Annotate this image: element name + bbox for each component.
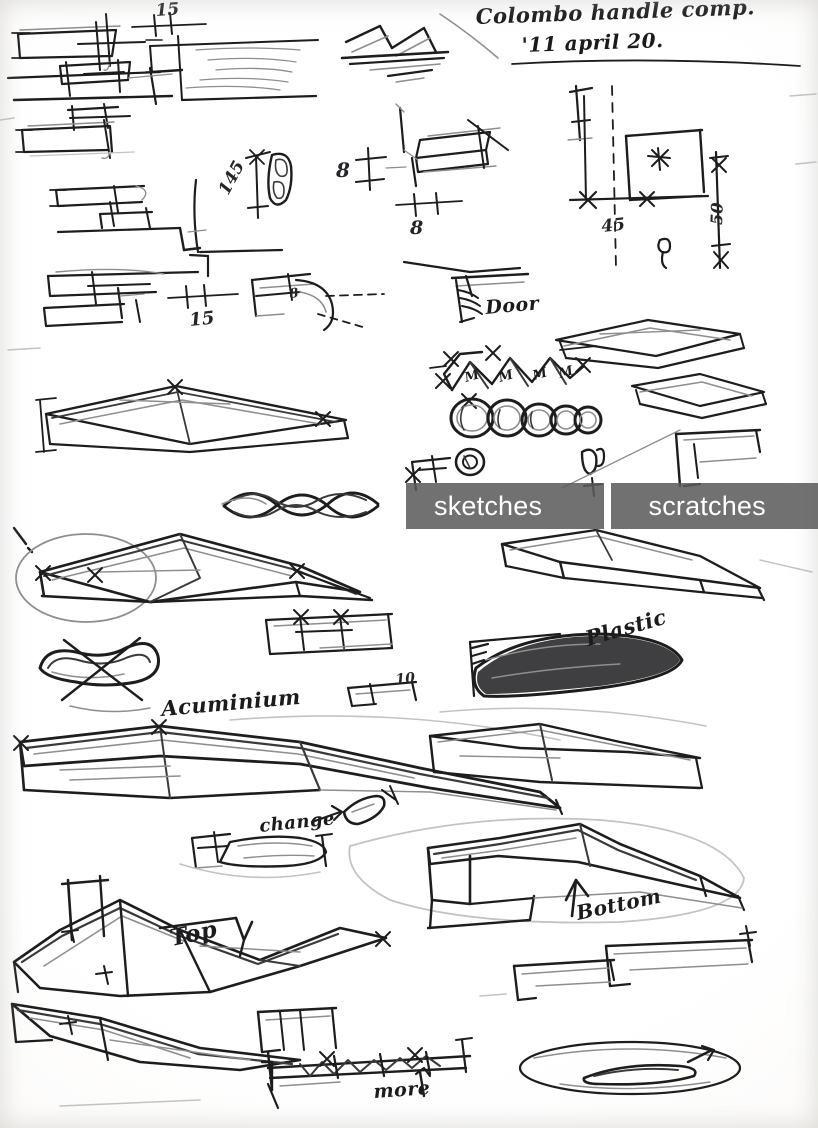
dimension-145-kidney: 145 xyxy=(215,149,293,219)
sketch-group-wing-with-circle xyxy=(15,532,374,623)
svg-text:10: 10 xyxy=(395,670,416,688)
sketch-group-faint-marks xyxy=(0,93,817,1107)
svg-text:15: 15 xyxy=(155,0,180,21)
label-change: change xyxy=(258,808,336,837)
dimension-15-mid: 8 xyxy=(288,286,299,302)
sketch-group-small-parts-mid xyxy=(405,455,452,492)
sketch-group-bracket-right xyxy=(674,428,762,488)
sketch-group-blade-motif xyxy=(340,24,450,83)
sketch-group-corner-plate: 8 xyxy=(250,272,385,332)
svg-text:M: M xyxy=(556,363,576,382)
sketch-group-kite-panel-upper-right xyxy=(554,318,746,370)
svg-text:8: 8 xyxy=(409,217,423,239)
sketch-group-plate-ticks xyxy=(264,609,394,656)
sketch-group-kite-panel-lower-right xyxy=(630,372,768,420)
sketch-group-top-view-wing: Top xyxy=(12,874,391,998)
label-aluminium: Acuminium xyxy=(158,684,301,721)
sketch-group-handle-profiles-midleft xyxy=(42,178,284,328)
dimension-8-lower: 8 xyxy=(395,192,463,239)
sketch-group-bracket-bottom-right-2 xyxy=(512,958,616,1002)
svg-text:8: 8 xyxy=(335,158,350,182)
sketch-group-ladder-structure xyxy=(256,1006,473,1110)
svg-text:M: M xyxy=(496,367,516,386)
svg-text:M: M xyxy=(462,367,482,386)
dimension-45: 45 xyxy=(600,215,626,237)
caption-label-scratches: scratches xyxy=(648,490,766,521)
sketch-group-small-wing-right xyxy=(500,528,766,602)
sketch-group-infinity-scribble xyxy=(38,636,161,713)
caption-label-sketches: sketches xyxy=(434,490,543,521)
title-line-2: '11 april 20. xyxy=(521,28,664,57)
sketch-group-bottom-long-profile xyxy=(10,1002,302,1072)
sketch-group-small-ring xyxy=(454,447,486,477)
sketch-mark-check xyxy=(12,526,34,554)
dimension-15-lower: 15 xyxy=(167,284,239,331)
sketch-group-bracket-bottom-right xyxy=(604,925,757,988)
sketch-group-small-box-midtop xyxy=(395,103,509,188)
sketch-group-mechanism-right: 45 50 xyxy=(567,84,731,270)
svg-text:15: 15 xyxy=(188,307,215,331)
caption-divider xyxy=(603,483,611,529)
sketch-group-twisted-loops xyxy=(221,491,380,519)
sketch-group-bottom-wing: Bottom xyxy=(348,817,746,930)
sketch-group-change-detail: change xyxy=(258,785,399,837)
caption-cell-sketches[interactable]: sketches xyxy=(406,483,604,529)
svg-text:145: 145 xyxy=(215,158,249,199)
dimension-vert-right: 50 xyxy=(707,202,727,225)
sketch-group-small-bracket-mid: 10 xyxy=(346,670,418,708)
svg-text:M: M xyxy=(530,365,550,384)
sketch-group-bottom-right-dart xyxy=(518,1040,742,1096)
sketch-group-ring-chain xyxy=(449,397,603,439)
sketch-group-flat-part-left xyxy=(179,831,333,879)
title-line-1: Colombo handle comp. xyxy=(475,0,755,29)
caption-overlay-bar: sketches scratches xyxy=(406,483,818,529)
sketch-group-handle-profiles-topleft xyxy=(6,13,319,160)
sketch-group-large-kite-left xyxy=(35,379,350,454)
caption-cell-scratches[interactable]: scratches xyxy=(611,483,818,529)
sketch-group-zigzag-chain: M M M M xyxy=(429,345,597,409)
sketch-group-door-hinge: Door xyxy=(402,260,542,324)
label-door: Door xyxy=(484,292,542,319)
dimension-15-top: 15 xyxy=(131,0,207,37)
dimension-8-left: 8 xyxy=(335,147,407,191)
handwritten-title: Colombo handle comp. '11 april 20. xyxy=(439,0,801,67)
sketch-group-wing-right-mid xyxy=(428,707,707,790)
sketch-group-plastic-blob: Plastic xyxy=(468,604,684,698)
